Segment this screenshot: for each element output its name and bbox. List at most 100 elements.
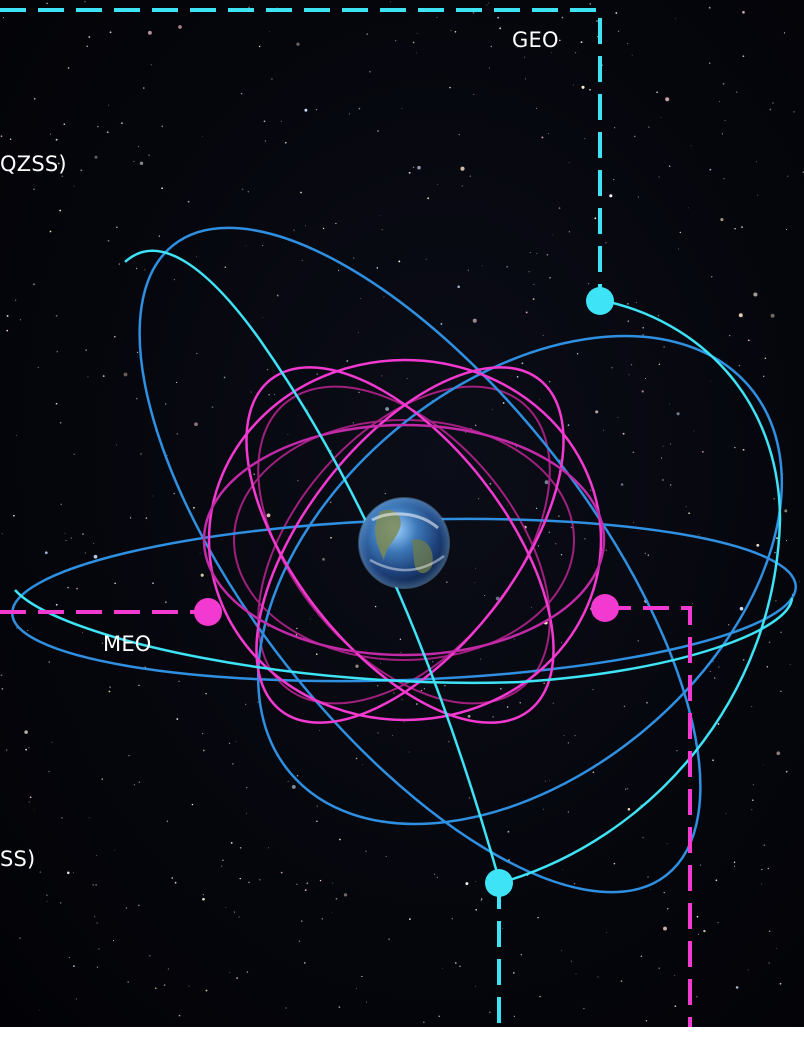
star (729, 334, 731, 337)
star (532, 298, 535, 301)
star (628, 374, 630, 376)
star (436, 876, 439, 879)
star (480, 898, 483, 900)
star (376, 267, 379, 269)
star (304, 108, 308, 112)
star (448, 740, 450, 743)
star (268, 847, 269, 849)
star (427, 197, 430, 200)
star (266, 368, 269, 371)
star (742, 10, 745, 14)
star (567, 811, 569, 813)
star (137, 351, 139, 353)
star (676, 412, 680, 416)
star (665, 97, 670, 102)
star (316, 820, 318, 823)
star (61, 816, 63, 819)
star (355, 664, 359, 668)
star (786, 540, 787, 541)
star (541, 136, 544, 139)
star (677, 248, 679, 250)
star (383, 296, 385, 298)
star (82, 632, 84, 634)
star (352, 422, 354, 424)
star (710, 380, 712, 382)
star (150, 64, 152, 66)
star (657, 314, 660, 317)
star (499, 27, 502, 30)
star (529, 252, 531, 254)
star (594, 217, 597, 220)
star (298, 940, 301, 942)
star (46, 900, 48, 902)
star (721, 133, 723, 135)
star (171, 877, 174, 879)
star (37, 366, 39, 368)
star (379, 215, 381, 217)
star (1, 533, 3, 535)
star (642, 327, 644, 329)
star (300, 191, 302, 194)
star (361, 764, 363, 766)
star (478, 498, 480, 500)
star (167, 968, 169, 970)
star (674, 974, 676, 976)
star (358, 107, 361, 110)
star (611, 366, 613, 369)
star (356, 987, 358, 989)
star (658, 176, 660, 178)
star (606, 932, 607, 933)
star (722, 82, 725, 85)
star (88, 36, 91, 38)
star (528, 271, 530, 273)
star (211, 406, 214, 409)
star (381, 229, 383, 231)
star (80, 169, 83, 172)
star (287, 780, 289, 783)
meo-outer-rings (202, 358, 606, 724)
left-lower-label: SS) (0, 847, 36, 871)
star (481, 265, 483, 267)
star (108, 104, 110, 106)
magenta-dot-marker-left (194, 598, 222, 626)
star (568, 162, 570, 164)
star (322, 558, 325, 561)
star (468, 797, 471, 799)
star (613, 862, 616, 865)
star (301, 260, 303, 261)
star (250, 391, 252, 393)
star (33, 283, 35, 286)
star (420, 689, 423, 692)
star (25, 748, 28, 751)
star (568, 231, 571, 233)
star (63, 123, 66, 126)
star (646, 701, 648, 704)
star (695, 995, 698, 998)
star (309, 618, 311, 620)
star (138, 781, 141, 783)
star (38, 1010, 40, 1011)
star (645, 378, 647, 380)
star (221, 865, 223, 867)
star (287, 433, 289, 435)
star (72, 872, 75, 874)
star (346, 360, 349, 362)
star (752, 799, 754, 801)
star (403, 721, 405, 723)
star (709, 168, 712, 171)
star (546, 254, 549, 256)
star (145, 517, 148, 519)
star (567, 742, 569, 744)
star (451, 918, 453, 920)
star (0, 135, 3, 137)
star (59, 902, 62, 904)
star (332, 882, 334, 884)
star (786, 229, 787, 230)
star (205, 989, 208, 992)
star (660, 117, 662, 118)
star (763, 764, 765, 766)
star (479, 658, 481, 660)
star (232, 763, 234, 765)
star (70, 537, 72, 539)
star (641, 390, 644, 393)
